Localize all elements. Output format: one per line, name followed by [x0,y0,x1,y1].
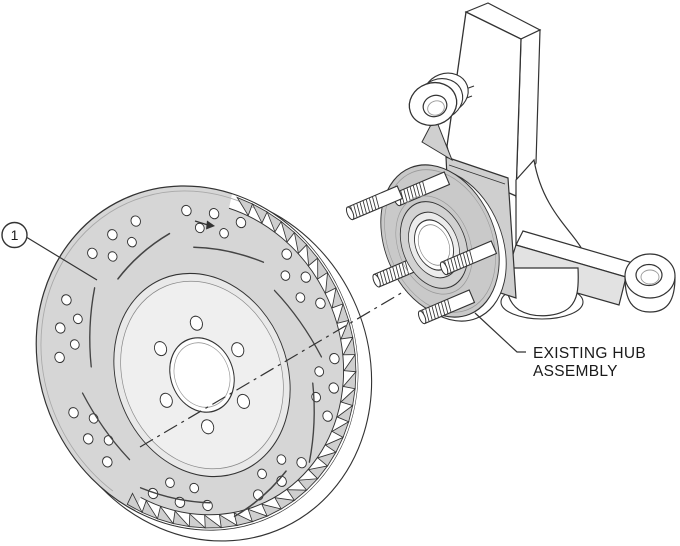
rotation-arrow-icon [194,220,215,230]
hub-label-line1: EXISTING HUB [533,345,646,362]
callout-1-number: 1 [11,227,19,243]
tie-rod-hole [635,263,663,287]
hub-assembly [345,164,507,325]
rotor-assembly [35,185,373,542]
ball-joint-boss [505,267,579,317]
boss-gusset [421,115,454,162]
hub-label-line2: ASSEMBLY [533,363,618,380]
tie-rod-hole-inner-edge [640,269,660,285]
callout-1: 1 [1,221,98,281]
hub-label-leader [474,312,526,353]
hub-mount-plate-edge [448,164,506,185]
wheel-stud [345,185,404,221]
wheel-stud [417,289,476,325]
axis-centerline [139,281,421,448]
caliper-boss [408,72,475,162]
rotor-hat [81,232,323,518]
wheel-stud-front [439,240,498,276]
callout-1-balloon [1,221,28,249]
boss-hole-inner-edge [427,100,445,116]
wheel-stud [439,240,498,276]
hub-label: EXISTING HUB ASSEMBLY [474,312,646,380]
callout-1-leader [26,236,98,281]
boss-hole [422,94,448,118]
